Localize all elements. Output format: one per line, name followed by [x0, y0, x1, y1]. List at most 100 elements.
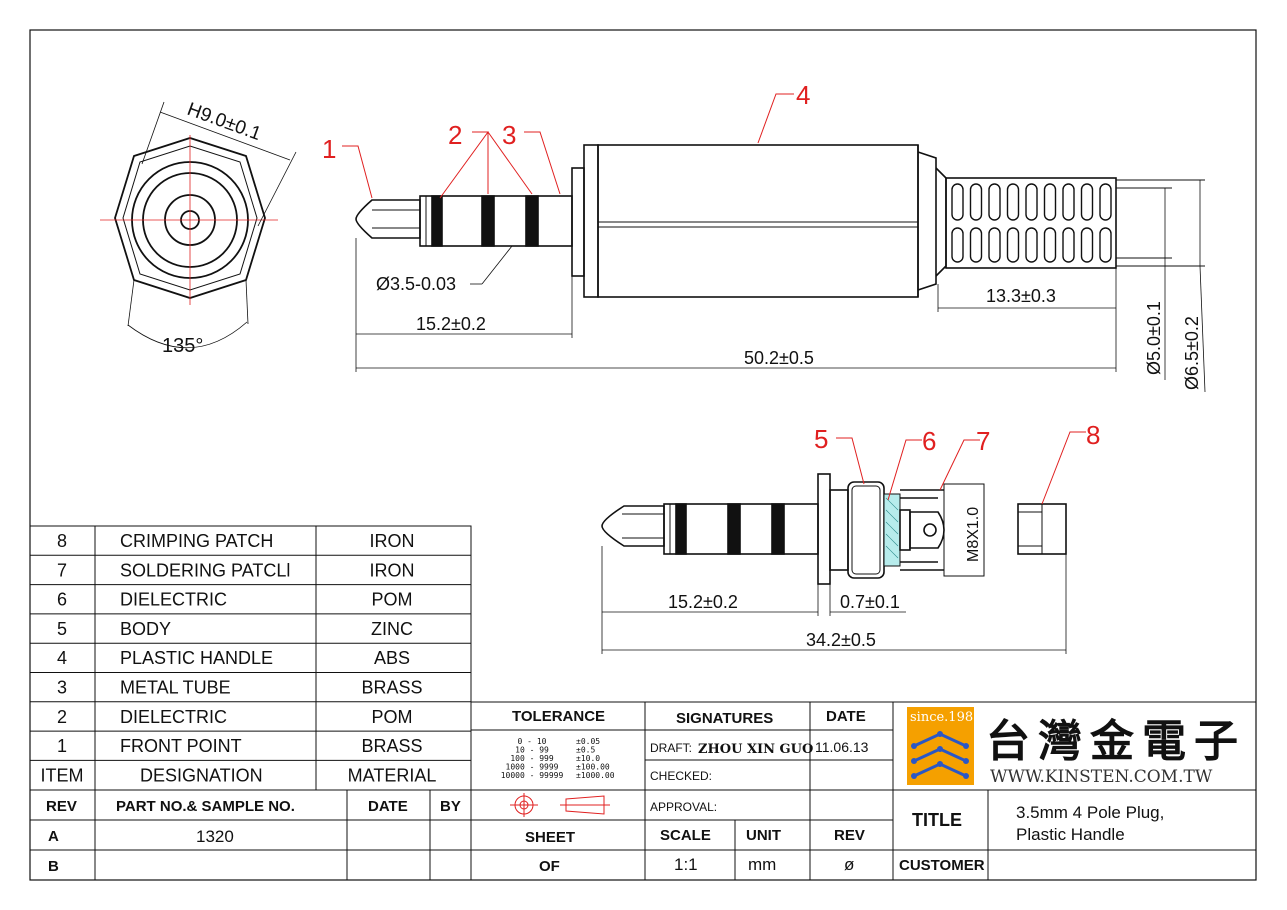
balloon-1: 1 — [322, 134, 336, 164]
title-label: TITLE — [912, 810, 962, 830]
bom-item: 5 — [57, 619, 67, 639]
dim-thread: M8X1.0 — [965, 507, 982, 562]
tolerance-value: ±0.5 — [576, 746, 595, 755]
relief-slot — [1025, 183, 1038, 221]
bom-material: IRON — [370, 560, 415, 580]
bom-item: ITEM — [41, 765, 84, 785]
rev-row-b: B — [48, 858, 59, 875]
relief-slot — [988, 183, 1001, 221]
tolerance-range: 10000 - 99999 — [501, 771, 564, 780]
signatures-title: SIGNATURES — [676, 710, 773, 727]
hex-dim-ext1 — [141, 101, 165, 165]
balloon-leaders-section — [836, 431, 1086, 505]
relief-slot — [951, 183, 964, 221]
dim-len-13: 13.3±0.3 — [986, 286, 1056, 306]
section-dielectric — [883, 493, 901, 567]
side-view-dims — [355, 180, 1206, 393]
sheet-border — [29, 29, 1257, 881]
angle-arc — [127, 321, 248, 349]
bom-material: ZINC — [371, 619, 413, 639]
company-logo: since.1980 — [907, 707, 981, 785]
bom-material: IRON — [370, 531, 415, 551]
section-body — [847, 481, 885, 579]
tolerance-range: 10 - 99 — [515, 746, 549, 755]
end-view — [100, 101, 297, 349]
rev-row-a-part: 1320 — [196, 827, 234, 846]
tolerance-value: ±0.05 — [576, 737, 600, 746]
dim-dia-65: Ø6.5±0.2 — [1182, 316, 1202, 390]
balloon-3: 3 — [502, 120, 516, 150]
ring-band-2 — [481, 195, 495, 247]
bom-designation: DIELECTRIC — [120, 590, 227, 610]
bom-item: 2 — [57, 707, 67, 727]
strain-relief-slots — [951, 183, 1112, 263]
plug-tip — [355, 199, 421, 239]
dim-len-15b: 15.2±0.2 — [668, 592, 738, 612]
bom-material: BRASS — [361, 736, 422, 756]
bom-item: 4 — [57, 648, 67, 668]
rev-row-a: A — [48, 828, 59, 845]
dim-len-34: 34.2±0.5 — [806, 630, 876, 650]
relief-slot — [1080, 183, 1094, 221]
bom-designation: METAL TUBE — [120, 678, 231, 698]
handle-taper — [917, 151, 937, 291]
rev-header-part: PART NO.& SAMPLE NO. — [116, 798, 295, 815]
tolerance-title: TOLERANCE — [512, 708, 605, 725]
bom-designation: CRIMPING PATCH — [120, 531, 273, 551]
logo-since: since.1980 — [910, 710, 981, 725]
scale-value: 1:1 — [674, 855, 698, 874]
relief-slot — [1025, 227, 1038, 263]
unit-label: UNIT — [746, 827, 781, 844]
relief-slot — [1080, 227, 1094, 263]
checked-label: CHECKED: — [650, 769, 712, 783]
dim-tip-dia: Ø3.5-0.03 — [376, 274, 456, 294]
bom-item: 1 — [57, 736, 67, 756]
rev-header-by: BY — [440, 798, 461, 815]
relief-slot — [969, 227, 983, 263]
hex-dim-ext2 — [257, 151, 297, 227]
relief-slot — [988, 227, 1001, 263]
title-grid — [471, 701, 1256, 880]
hex-dim-line — [159, 111, 291, 161]
section-solder-tab — [909, 511, 945, 549]
dim-len-15: 15.2±0.2 — [416, 314, 486, 334]
bom-item: 7 — [57, 560, 67, 580]
section-view — [601, 473, 1067, 585]
strain-relief — [945, 177, 1117, 269]
bom-material: POM — [371, 707, 412, 727]
ring-band-1 — [431, 195, 443, 247]
draft-name: ZHOU XIN GUO — [698, 742, 813, 757]
relief-slot — [1043, 227, 1057, 263]
title-line-1: 3.5mm 4 Pole Plug, — [1016, 803, 1164, 822]
bom-material: MATERIAL — [348, 765, 437, 785]
angle-ext2 — [245, 279, 249, 325]
tolerance-range: 100 - 999 — [510, 754, 554, 763]
leader-tip-dia — [481, 245, 513, 285]
plastic-handle — [597, 144, 919, 298]
section-shaft — [663, 503, 819, 555]
handle-flange — [583, 144, 599, 298]
relief-slot — [1062, 227, 1075, 263]
tolerance-value: ±10.0 — [576, 754, 600, 763]
bom-designation: DESIGNATION — [140, 765, 263, 785]
bom-designation: FRONT POINT — [120, 736, 242, 756]
balloon-8: 8 — [1086, 420, 1100, 450]
hex-outline — [114, 137, 266, 299]
company-website: WWW.KINSTEN.COM.TW — [990, 767, 1213, 787]
of-label: OF — [539, 858, 560, 875]
relief-slot — [951, 227, 964, 263]
projection-symbol-icon — [510, 793, 610, 817]
side-view — [355, 144, 1205, 298]
draft-label: DRAFT: — [650, 741, 692, 755]
bom-designation: SOLDERING PATCLl — [120, 560, 290, 580]
bom-material: POM — [371, 590, 412, 610]
rev-header-date: DATE — [368, 798, 408, 815]
balloon-7: 7 — [976, 426, 990, 456]
bom-item: 3 — [57, 678, 67, 698]
bom-material: BRASS — [361, 678, 422, 698]
dim-len-50: 50.2±0.5 — [744, 348, 814, 368]
tolerance-range: 1000 - 9999 — [506, 763, 559, 772]
bom-material: ABS — [374, 648, 410, 668]
